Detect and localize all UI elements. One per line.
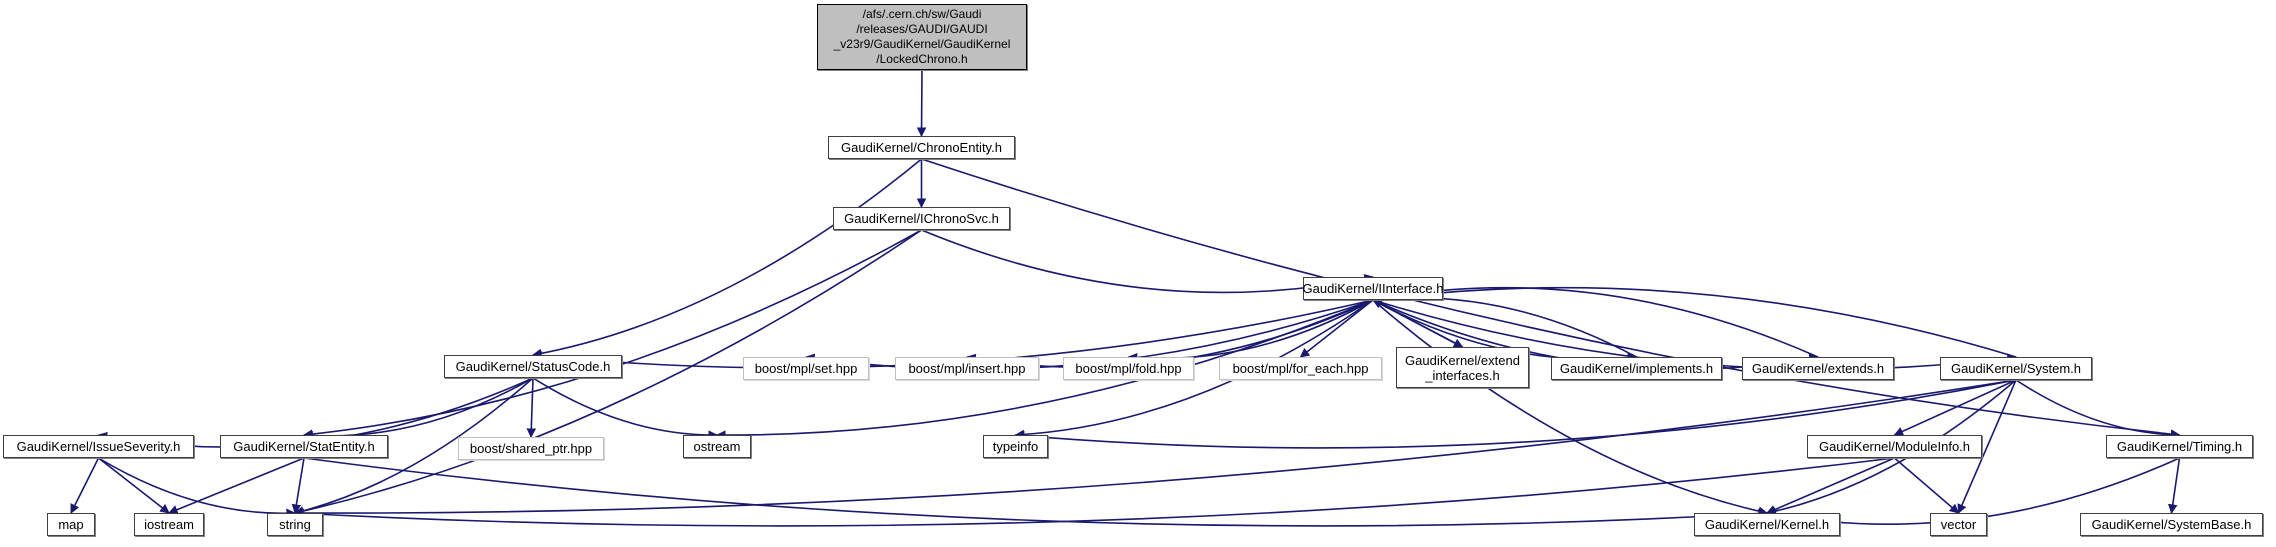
- graph-edge-moduleinfo-to-kernel: [1766, 457, 1895, 514]
- graph-node-issuesev[interactable]: GaudiKernel/IssueSeverity.h: [3, 435, 194, 458]
- graph-edge-ichronosvc-to-string: [294, 229, 922, 516]
- graph-node-mplfold[interactable]: boost/mpl/fold.hpp: [1063, 357, 1194, 380]
- graph-node-mplforeach[interactable]: boost/mpl/for_each.hpp: [1219, 357, 1382, 380]
- graph-node-chronoentity[interactable]: GaudiKernel/ChronoEntity.h: [828, 136, 1015, 159]
- graph-edge-system-to-string: [294, 379, 2017, 518]
- graph-edge-statentity-to-string: [291, 457, 305, 514]
- graph-edge-issuesev-to-map: [70, 457, 100, 514]
- graph-node-ichronosvc[interactable]: GaudiKernel/IChronoSvc.h: [833, 207, 1010, 230]
- graph-edge-system-to-iinterface: [1372, 286, 2017, 358]
- graph-edge-moduleinfo-to-vector: [1893, 457, 1960, 514]
- graph-edge-moduleinfo-to-string: [294, 457, 1895, 527]
- graph-edge-statentity-to-iostream: [168, 457, 305, 515]
- graph-edge-chronoentity-to-timing: [921, 158, 2181, 439]
- graph-node-systembase[interactable]: GaudiKernel/SystemBase.h: [2080, 513, 2263, 536]
- graph-node-mplset[interactable]: boost/mpl/set.hpp: [743, 357, 869, 380]
- graph-node-timing[interactable]: GaudiKernel/Timing.h: [2106, 435, 2253, 458]
- graph-edge-system-to-vector: [1957, 379, 2017, 514]
- graph-node-iostream[interactable]: iostream: [134, 513, 204, 536]
- graph-node-statentity[interactable]: GaudiKernel/StatEntity.h: [220, 435, 388, 458]
- graph-edge-root-to-chronoentity: [916, 69, 927, 137]
- graph-node-typeinfo[interactable]: typeinfo: [983, 435, 1048, 458]
- graph-node-root[interactable]: /afs/.cern.ch/sw/Gaudi /releases/GAUDI/G…: [817, 4, 1027, 70]
- graph-edge-statuscode-to-ostream: [532, 377, 718, 440]
- graph-node-string[interactable]: string: [267, 513, 323, 536]
- graph-node-extends[interactable]: GaudiKernel/extends.h: [1742, 357, 1894, 380]
- graph-node-moduleinfo[interactable]: GaudiKernel/ModuleInfo.h: [1807, 435, 1982, 458]
- graph-edge-timing-to-systembase: [2167, 457, 2181, 514]
- graph-node-kernel[interactable]: GaudiKernel/Kernel.h: [1694, 513, 1840, 536]
- graph-node-vector[interactable]: vector: [1930, 513, 1987, 536]
- graph-edge-system-to-moduleinfo: [1893, 379, 2017, 436]
- graph-edge-issuesev-to-iostream: [98, 457, 170, 514]
- graph-edge-iinterface-to-ostream: [716, 299, 1374, 440]
- graph-edge-iinterface-to-kernel: [1372, 299, 1768, 516]
- graph-node-ostream[interactable]: ostream: [683, 435, 751, 458]
- graph-edge-iinterface-to-typeinfo: [1014, 299, 1374, 440]
- graph-edge-extendif-to-iinterface: [1372, 299, 1463, 348]
- graph-node-map[interactable]: map: [47, 513, 95, 536]
- graph-node-sharedptr[interactable]: boost/shared_ptr.hpp: [458, 437, 604, 460]
- graph-node-extendif[interactable]: GaudiKernel/extend _interfaces.h: [1396, 347, 1529, 388]
- graph-node-system[interactable]: GaudiKernel/System.h: [1940, 357, 2092, 380]
- graph-edge-issuesev-to-string: [98, 457, 296, 519]
- graph-edge-statentity-to-kernel: [303, 457, 1768, 527]
- graph-edge-statuscode-to-sharedptr: [526, 377, 537, 438]
- graph-edge-system-to-typeinfo: [1014, 379, 2017, 449]
- graph-node-mplinsert[interactable]: boost/mpl/insert.hpp: [895, 357, 1039, 380]
- graph-node-implements[interactable]: GaudiKernel/implements.h: [1551, 357, 1722, 380]
- graph-edge-statuscode-to-string: [294, 377, 534, 516]
- graph-node-iinterface[interactable]: GaudiKernel/IInterface.h: [1303, 277, 1443, 300]
- graph-edge-chronoentity-to-statuscode: [532, 158, 923, 359]
- graph-edge-system-to-kernel: [1766, 379, 2017, 516]
- graph-node-statuscode[interactable]: GaudiKernel/StatusCode.h: [444, 355, 622, 378]
- graph-edge-system-to-timing: [2015, 379, 2181, 440]
